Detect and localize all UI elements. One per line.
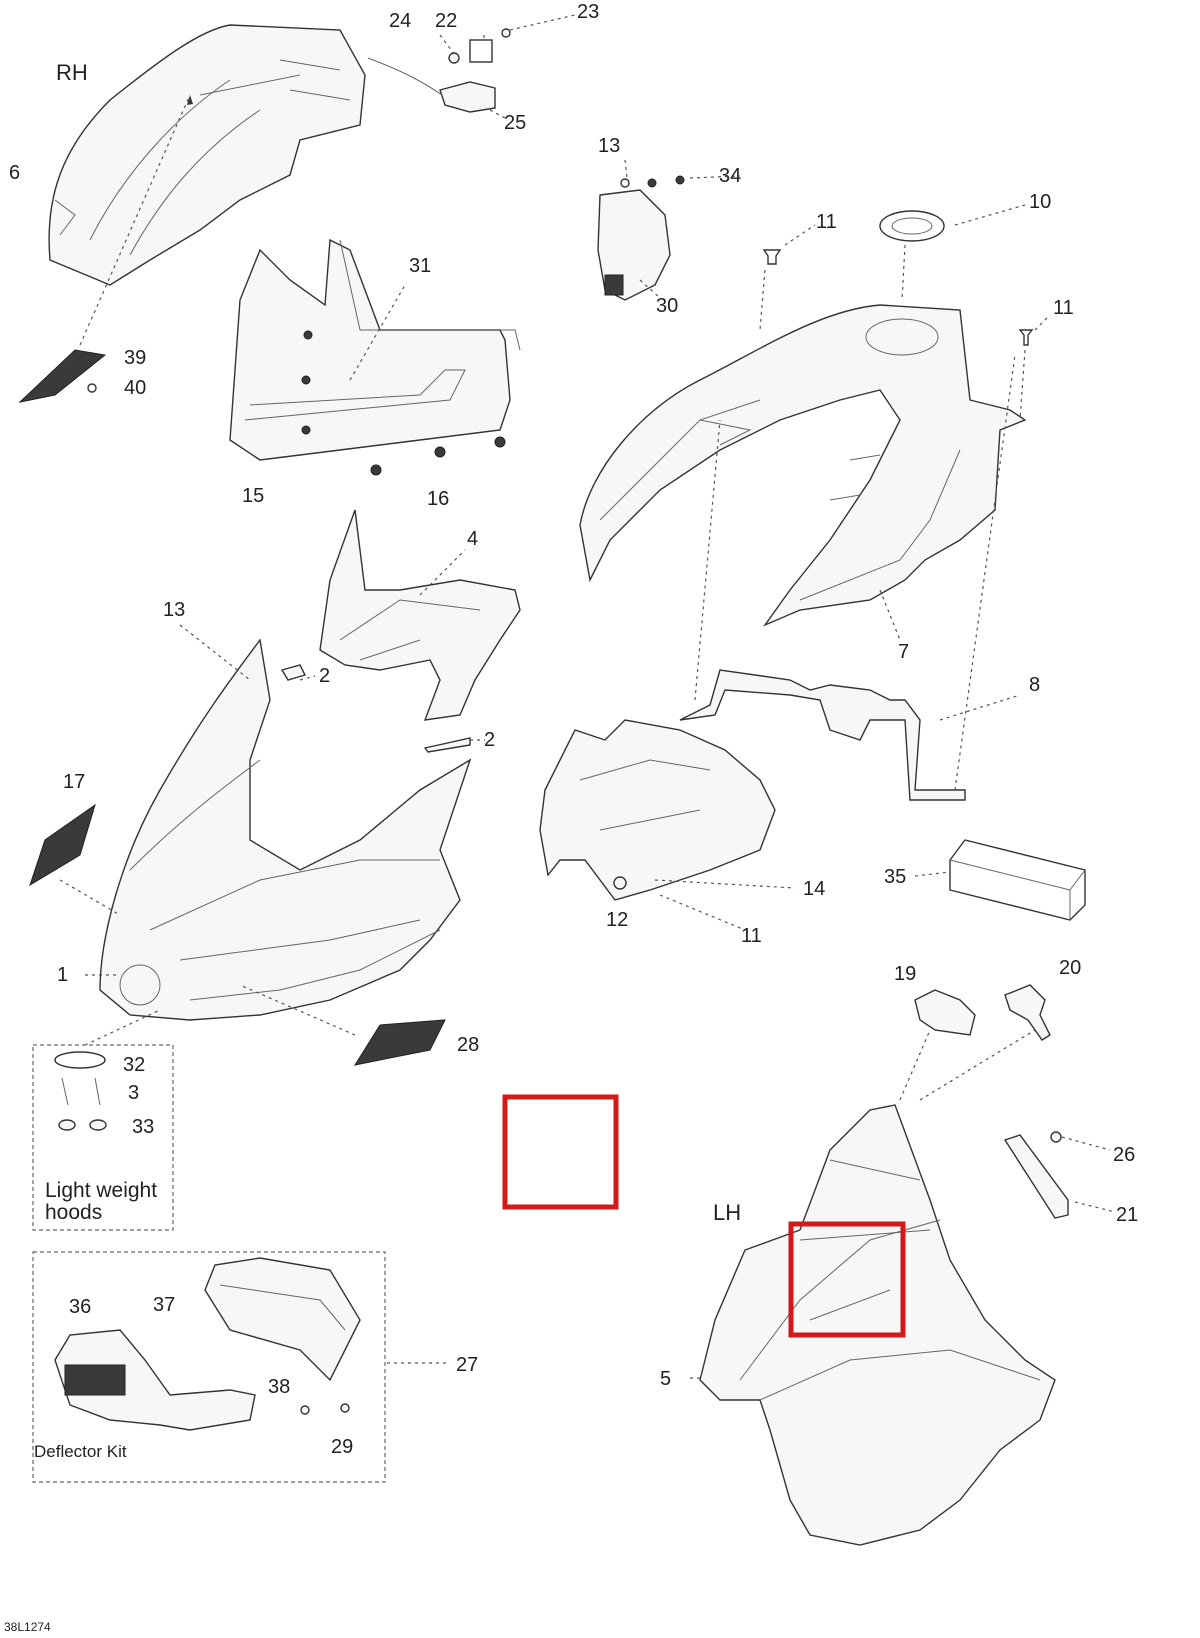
callout-13b[interactable]: 13 — [163, 599, 186, 621]
callout-31[interactable]: 31 — [409, 255, 432, 277]
part-2-clip-a[interactable] — [280, 664, 307, 681]
drawing-code: 38L1274 — [4, 1620, 51, 1634]
callout-36[interactable]: 36 — [69, 1296, 92, 1318]
callout-33[interactable]: 33 — [132, 1116, 155, 1138]
callout-1[interactable]: 1 — [57, 964, 69, 986]
callout-14[interactable]: 14 — [803, 878, 826, 900]
part-31-inner-panel[interactable] — [229, 238, 521, 461]
callout-12[interactable]: 12 — [606, 909, 629, 931]
part-25-latch[interactable] — [439, 81, 496, 113]
part-14-lower-panel[interactable] — [539, 719, 776, 901]
part-17-grille[interactable] — [29, 803, 96, 887]
callout-24[interactable]: 24 — [389, 10, 412, 32]
callout-6[interactable]: 6 — [9, 162, 21, 184]
part-1-hood[interactable] — [99, 638, 472, 1021]
part-6-rh-side-panel[interactable] — [48, 24, 366, 286]
part-24-nut[interactable] — [448, 52, 460, 64]
callout-23[interactable]: 23 — [577, 1, 600, 23]
callout-2b[interactable]: 2 — [484, 729, 496, 751]
part-35-foam-block[interactable] — [949, 839, 1086, 921]
part-11-screw-b[interactable] — [1018, 329, 1034, 346]
callout-30[interactable]: 30 — [656, 295, 679, 317]
part-4-upper-panel[interactable] — [319, 509, 521, 721]
part-19-connector[interactable] — [914, 989, 976, 1036]
callout-39[interactable]: 39 — [124, 347, 147, 369]
callout-11c[interactable]: 11 — [741, 925, 762, 947]
callout-27[interactable]: 27 — [456, 1354, 479, 1376]
rh-side-label: RH — [56, 60, 88, 85]
part-10-seal-ring[interactable] — [879, 210, 945, 242]
part-29-screw[interactable] — [340, 1403, 350, 1413]
highlight-box-part-5 — [788, 1221, 906, 1338]
part-13-screw-top[interactable] — [620, 178, 630, 188]
part-16-fasteners[interactable] — [301, 330, 506, 476]
part-2-clip-b[interactable] — [423, 737, 471, 753]
callout-19[interactable]: 19 — [894, 963, 917, 985]
part-28-grille[interactable] — [353, 1019, 446, 1066]
part-20-connector[interactable] — [1004, 984, 1051, 1041]
callout-40[interactable]: 40 — [124, 377, 147, 399]
part-33-nut-b[interactable] — [89, 1119, 107, 1131]
callout-21[interactable]: 21 — [1116, 1204, 1139, 1226]
part-40-screw[interactable] — [87, 383, 97, 393]
deflector-kit-box — [32, 1251, 386, 1483]
callout-20[interactable]: 20 — [1059, 957, 1082, 979]
callout-11a[interactable]: 11 — [816, 211, 837, 233]
callout-13a[interactable]: 13 — [598, 135, 621, 157]
callout-32[interactable]: 32 — [123, 1054, 146, 1076]
callout-25[interactable]: 25 — [504, 112, 527, 134]
callout-34[interactable]: 34 — [719, 165, 742, 187]
highlight-box-empty — [502, 1094, 619, 1210]
part-22-bracket[interactable] — [469, 39, 493, 63]
callout-16[interactable]: 16 — [427, 488, 450, 510]
callout-7[interactable]: 7 — [898, 641, 910, 663]
part-38-nut[interactable] — [300, 1405, 310, 1415]
callout-17[interactable]: 17 — [63, 771, 86, 793]
callout-4[interactable]: 4 — [467, 528, 479, 550]
part-7-console[interactable] — [579, 304, 1027, 627]
callout-38[interactable]: 38 — [268, 1376, 291, 1398]
callout-2a[interactable]: 2 — [319, 665, 331, 687]
callout-28[interactable]: 28 — [457, 1034, 480, 1056]
part-34-nut[interactable] — [647, 178, 657, 188]
callout-37[interactable]: 37 — [153, 1294, 176, 1316]
part-32-cap[interactable] — [54, 1051, 106, 1069]
callout-26[interactable]: 26 — [1113, 1144, 1136, 1166]
callout-11b[interactable]: 11 — [1053, 297, 1074, 319]
callout-10[interactable]: 10 — [1029, 191, 1052, 213]
callout-22[interactable]: 22 — [435, 10, 458, 32]
part-8-bracket[interactable] — [679, 669, 966, 801]
part-11-screw-a[interactable] — [762, 249, 782, 265]
deflector-kit-caption: Deflector Kit — [34, 1442, 127, 1461]
part-37-right-deflector[interactable] — [204, 1257, 361, 1382]
part-21-strap[interactable] — [1003, 1134, 1069, 1219]
part-23-screw[interactable] — [501, 28, 511, 38]
part-39-grille[interactable] — [18, 349, 107, 403]
part-5-lh-side-panel[interactable] — [699, 1104, 1056, 1546]
light-weight-hoods-caption: Light weight hoods — [45, 1179, 158, 1225]
callout-8[interactable]: 8 — [1029, 674, 1041, 696]
part-33-nut-a[interactable] — [58, 1119, 76, 1131]
lh-side-label: LH — [713, 1200, 742, 1225]
callout-15[interactable]: 15 — [242, 485, 265, 507]
part-30-bracket-assembly[interactable] — [597, 189, 671, 301]
callout-3[interactable]: 3 — [128, 1082, 140, 1104]
part-12-clip[interactable] — [613, 876, 627, 890]
callout-29[interactable]: 29 — [331, 1436, 354, 1458]
part-36-left-deflector[interactable] — [54, 1329, 256, 1431]
callout-35[interactable]: 35 — [884, 866, 907, 888]
part-26-screw[interactable] — [1050, 1131, 1062, 1143]
light-weight-hoods-box — [32, 1044, 174, 1231]
callout-5[interactable]: 5 — [660, 1368, 672, 1390]
